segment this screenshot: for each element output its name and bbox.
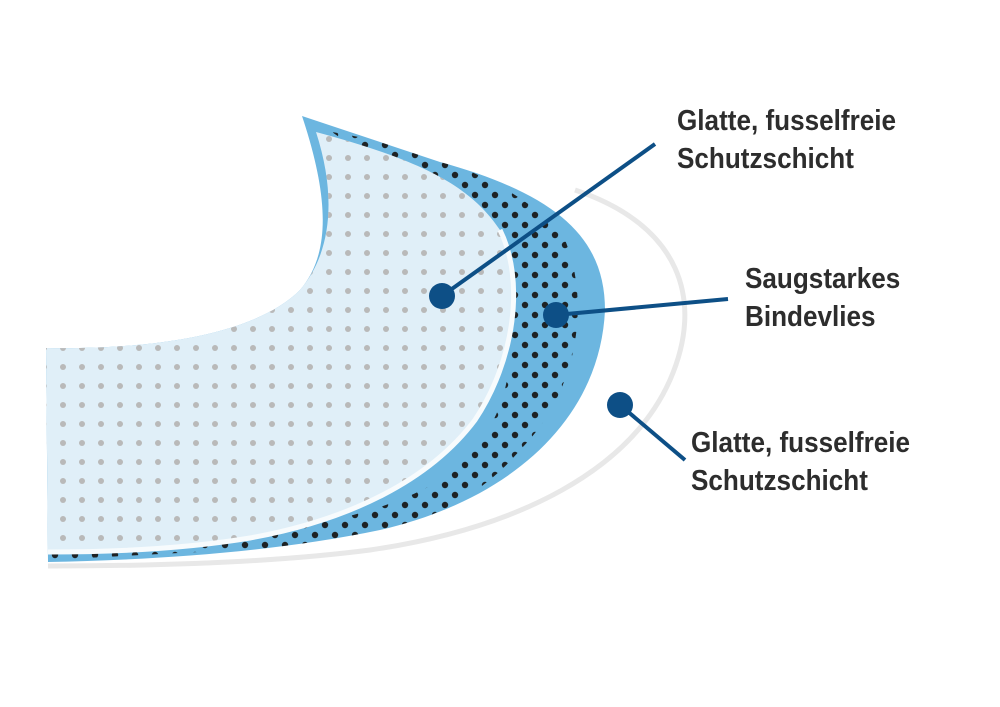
label-bottom-line2: Schutzschicht — [691, 465, 868, 497]
label-bottom-line1: Glatte, fusselfreie — [691, 427, 911, 459]
label-bottom-protective-layer: Glatte, fusselfreie Schutzschicht — [691, 424, 910, 500]
label-middle-line1: Saugstarkes — [745, 263, 901, 295]
inner-protective-layer — [46, 132, 517, 555]
outer-protective-layer-outline — [47, 187, 688, 569]
callout-bottom-marker — [607, 392, 633, 418]
label-top-line1: Glatte, fusselfreie — [677, 105, 897, 137]
label-middle-line2: Bindevlies — [745, 301, 876, 333]
callout-middle-marker — [543, 302, 569, 328]
callout-top-marker — [429, 283, 455, 309]
label-top-line2: Schutzschicht — [677, 143, 854, 175]
callout-middle — [543, 297, 729, 328]
label-top-protective-layer: Glatte, fusselfreie Schutzschicht — [677, 102, 896, 178]
callout-bottom — [607, 392, 687, 462]
label-absorbent-layer: Saugstarkes Bindevlies — [745, 260, 900, 336]
callout-top — [429, 142, 657, 309]
